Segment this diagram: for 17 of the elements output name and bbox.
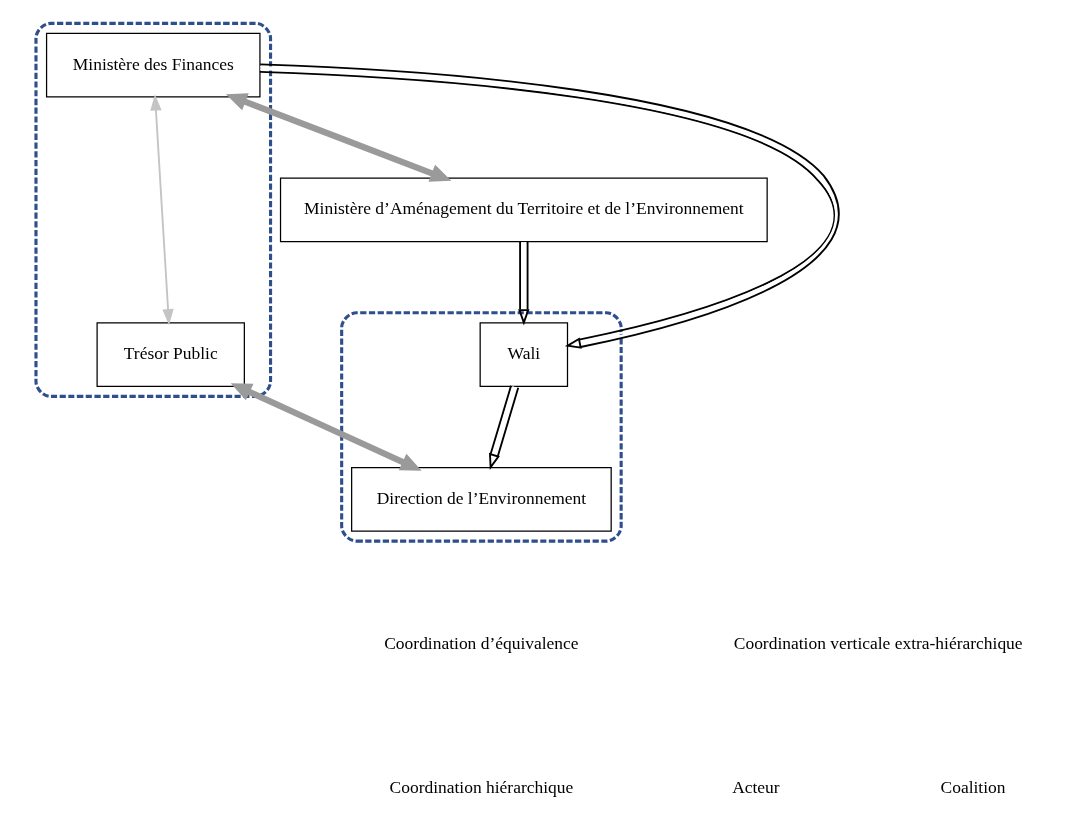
arrow [488, 384, 519, 470]
arrow [517, 241, 529, 326]
arrow [230, 383, 422, 471]
node-box: Trésor Public [96, 322, 245, 388]
legend-label: Acteur [731, 777, 780, 798]
arrow [149, 94, 174, 326]
node-box: Direction de l’Environnement [350, 466, 612, 532]
legend-label: Coordination verticale extra-hiérarchique [733, 632, 1023, 653]
legend-label: Coalition [940, 777, 1005, 798]
node-box: Ministère des Finances [45, 32, 261, 98]
legend-label: Coordination d’équivalence [383, 632, 579, 653]
arrow [258, 63, 839, 349]
legend-label: Coordination hiérarchique [389, 777, 573, 798]
node-box: Ministère d’Aménagement du Territoire et de l’Environnement [279, 177, 768, 243]
node-box: Wali [479, 322, 568, 388]
arrow [225, 93, 451, 182]
cluster [33, 21, 272, 398]
